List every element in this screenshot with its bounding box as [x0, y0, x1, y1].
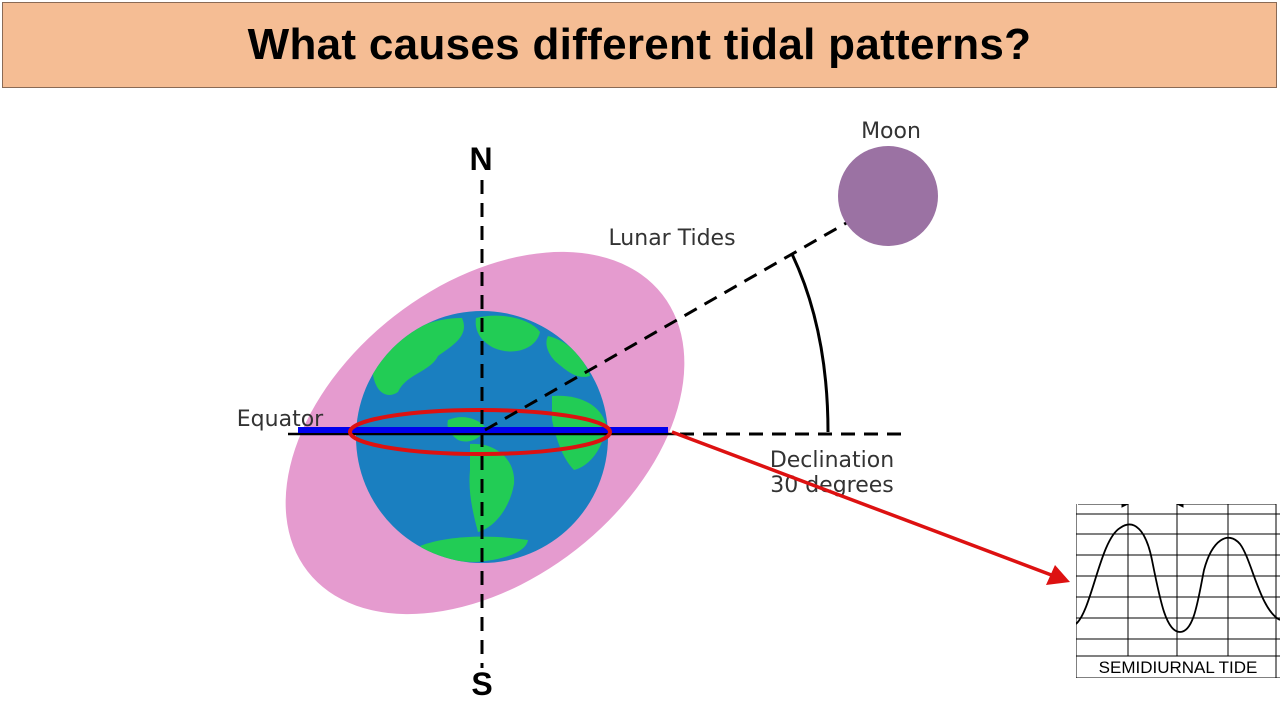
south-label: S — [471, 666, 492, 702]
pointer-arrow — [671, 430, 1070, 585]
moon-label: Moon — [861, 119, 921, 144]
title-bar: What causes different tidal patterns? — [2, 2, 1277, 88]
slide-title: What causes different tidal patterns? — [247, 20, 1032, 69]
land-north-america — [372, 318, 464, 395]
tide-curve — [1076, 523, 1280, 633]
declination-arc — [790, 253, 830, 433]
moon — [838, 146, 938, 246]
north-label: N — [469, 141, 492, 177]
tide-chart-caption: SEMIDIURNAL TIDE — [1099, 658, 1258, 677]
land-europe — [546, 336, 590, 377]
moon-line — [484, 220, 849, 432]
lunar-tides-label: Lunar Tides — [608, 226, 735, 251]
equator-label: Equator — [237, 407, 324, 432]
equator-highlight-ellipse — [348, 408, 612, 456]
land-antarctica — [420, 536, 528, 562]
declination-label: Declination — [770, 448, 894, 473]
semidiurnal-tide-chart: SEMIDIURNAL TIDE — [1076, 504, 1280, 678]
land-greenland — [475, 315, 540, 352]
